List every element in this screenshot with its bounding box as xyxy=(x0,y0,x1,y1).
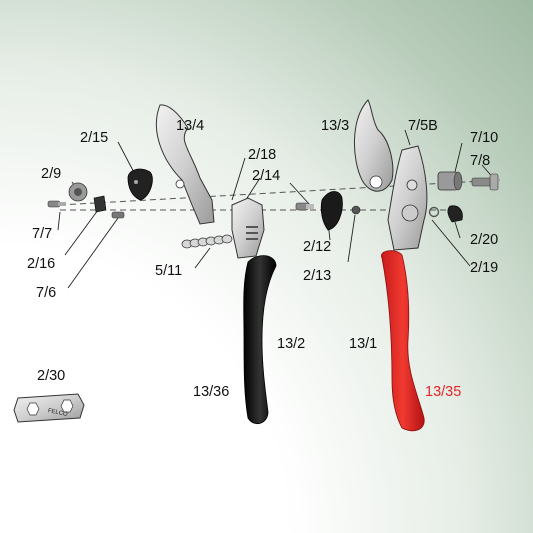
label-2-12: 2/12 xyxy=(303,239,332,255)
label-13-4: 13/4 xyxy=(176,118,205,134)
screw-7-7 xyxy=(47,200,66,208)
leader-lines xyxy=(57,127,496,289)
label-7-10: 7/10 xyxy=(470,130,499,146)
washer-2-16 xyxy=(93,195,107,213)
label-13-35: 13/35 xyxy=(425,384,462,400)
label-2-18: 2/18 xyxy=(248,147,277,163)
label-2-9: 2/9 xyxy=(41,166,62,182)
upper-blade-13-4 xyxy=(156,104,215,225)
wrench-brand-text: FELCO xyxy=(47,408,68,418)
wrench-2-30: FELCO xyxy=(13,393,85,423)
label-2-15: 2/15 xyxy=(80,130,109,146)
red-handle-13-35 xyxy=(381,250,425,432)
bolt-7-8 xyxy=(471,173,499,191)
bolt-2-14 xyxy=(295,202,314,211)
label-13-3: 13/3 xyxy=(321,118,350,134)
label-2-20: 2/20 xyxy=(470,232,499,248)
cam-2-15 xyxy=(127,168,153,201)
washer-2-19 xyxy=(428,206,440,218)
label-13-2: 13/2 xyxy=(277,336,306,352)
label-13-36: 13/36 xyxy=(193,384,230,400)
label-7-7: 7/7 xyxy=(32,226,53,242)
label-2-14: 2/14 xyxy=(252,168,281,184)
lower-blade-13-3 xyxy=(354,99,394,192)
label-5-11: 5/11 xyxy=(155,263,183,279)
label-13-1: 13/1 xyxy=(349,336,378,352)
label-7-6: 7/6 xyxy=(36,285,57,301)
label-2-30: 2/30 xyxy=(37,368,66,384)
nut-7-10 xyxy=(437,171,463,191)
screw-7-6 xyxy=(111,211,125,219)
washer-2-13 xyxy=(351,205,361,215)
label-2-13: 2/13 xyxy=(303,268,332,284)
spring-5-11 xyxy=(181,234,233,249)
label-7-5b: 7/5B xyxy=(408,118,438,134)
cam-2-12 xyxy=(320,191,343,231)
black-handle-13-36 xyxy=(243,255,277,425)
label-2-19: 2/19 xyxy=(470,260,499,276)
assembly-axes xyxy=(59,179,501,211)
handle-head-7-5b xyxy=(387,145,428,251)
cap-2-20 xyxy=(447,205,463,223)
label-2-16: 2/16 xyxy=(27,256,56,272)
label-7-8: 7/8 xyxy=(470,153,491,169)
